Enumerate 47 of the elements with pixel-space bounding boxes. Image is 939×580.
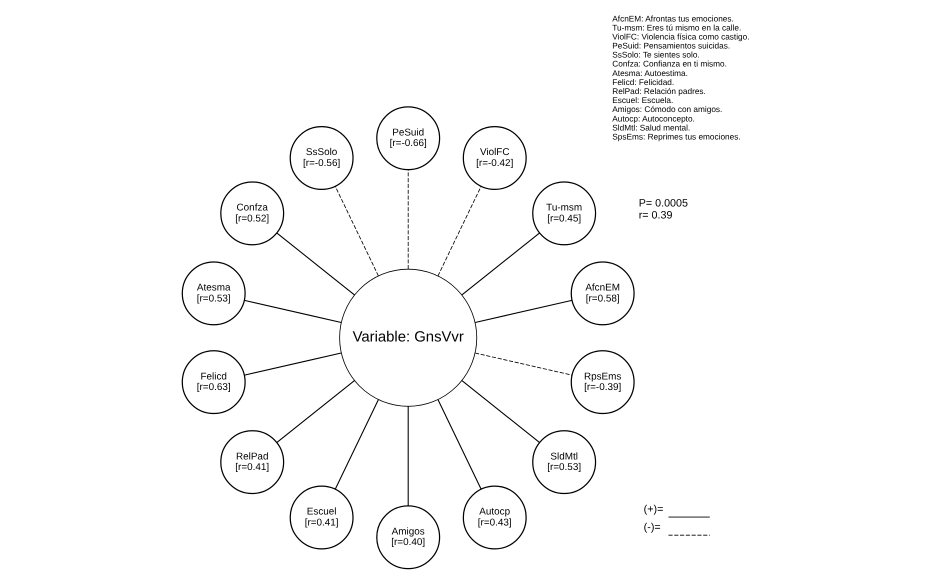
connector: [461, 380, 540, 443]
node-circle: Variable: GnsVvr: [338, 268, 477, 407]
connector: [334, 186, 378, 276]
node-circle: Atesma [r=0.53]: [181, 261, 246, 326]
label: Felicd: Felicidad.: [612, 78, 674, 87]
connector: [474, 300, 572, 323]
label: Escuel: Escuela.: [612, 96, 673, 106]
label: SsSolo: Te sientes solo.: [612, 50, 700, 60]
node-circle: Escuel [r=0.41]: [289, 485, 354, 550]
label: PeSuid: Pensamientos suicidas.: [612, 42, 730, 51]
label: AfcnEM: Afrontas tus emociones.: [612, 14, 734, 24]
node-circle: SldMtl [r=0.53]: [532, 430, 596, 494]
connector: [407, 169, 408, 270]
node-circle: Amigos [r=0.40]: [376, 505, 440, 570]
label: RelPad: Relación padres.: [612, 87, 706, 96]
label: ViolFC: Violencia física como castigo.: [612, 32, 750, 42]
connector: [334, 399, 378, 490]
legend-label: (-)=: [643, 522, 660, 534]
node-circle: SsSolo [r=-0.56]: [289, 126, 354, 190]
node-circle: AfcnEM [r=0.58]: [570, 261, 634, 326]
label: SpsEms: Reprimes tus emociones.: [612, 132, 740, 142]
connector: [244, 300, 341, 323]
connector: [461, 232, 540, 296]
node-circle: PeSuid [r=-0.66]: [376, 106, 440, 170]
node-circle: RelPad [r=0.41]: [220, 430, 284, 494]
legend-label: (+)=: [643, 503, 663, 516]
connector: [407, 406, 408, 506]
node-circle: Autocp [r=0.43]: [462, 485, 526, 550]
label: Atesma: Autoestima.: [612, 68, 688, 78]
label: Amigos: Cómodo con amigos.: [612, 105, 722, 114]
label: Tu-msm: Eres tú mismo en la calle.: [612, 23, 741, 32]
label: SldMtl: Salud mental.: [612, 123, 690, 132]
connector: [276, 380, 354, 443]
node-circle: Felicd [r=0.63]: [181, 350, 246, 414]
connector: [437, 399, 482, 490]
label: P= 0.0005: [638, 198, 688, 210]
label: Confza: Confianza en ti mismo.: [612, 60, 726, 69]
connector: [276, 232, 354, 296]
connector: [437, 186, 481, 276]
label: Autocp: Autoconcepto.: [612, 114, 694, 124]
node-circle: Confza [r=0.52]: [220, 181, 284, 246]
node-circle: ViolFC [r=-0.42]: [462, 126, 526, 190]
node-circle: RpsEms [r=-0.39]: [570, 350, 634, 414]
node-circle: Tu-msm [r=0.45]: [532, 181, 596, 246]
connector: [244, 352, 341, 376]
connector: [474, 352, 572, 376]
label: r= 0.39: [638, 209, 672, 222]
